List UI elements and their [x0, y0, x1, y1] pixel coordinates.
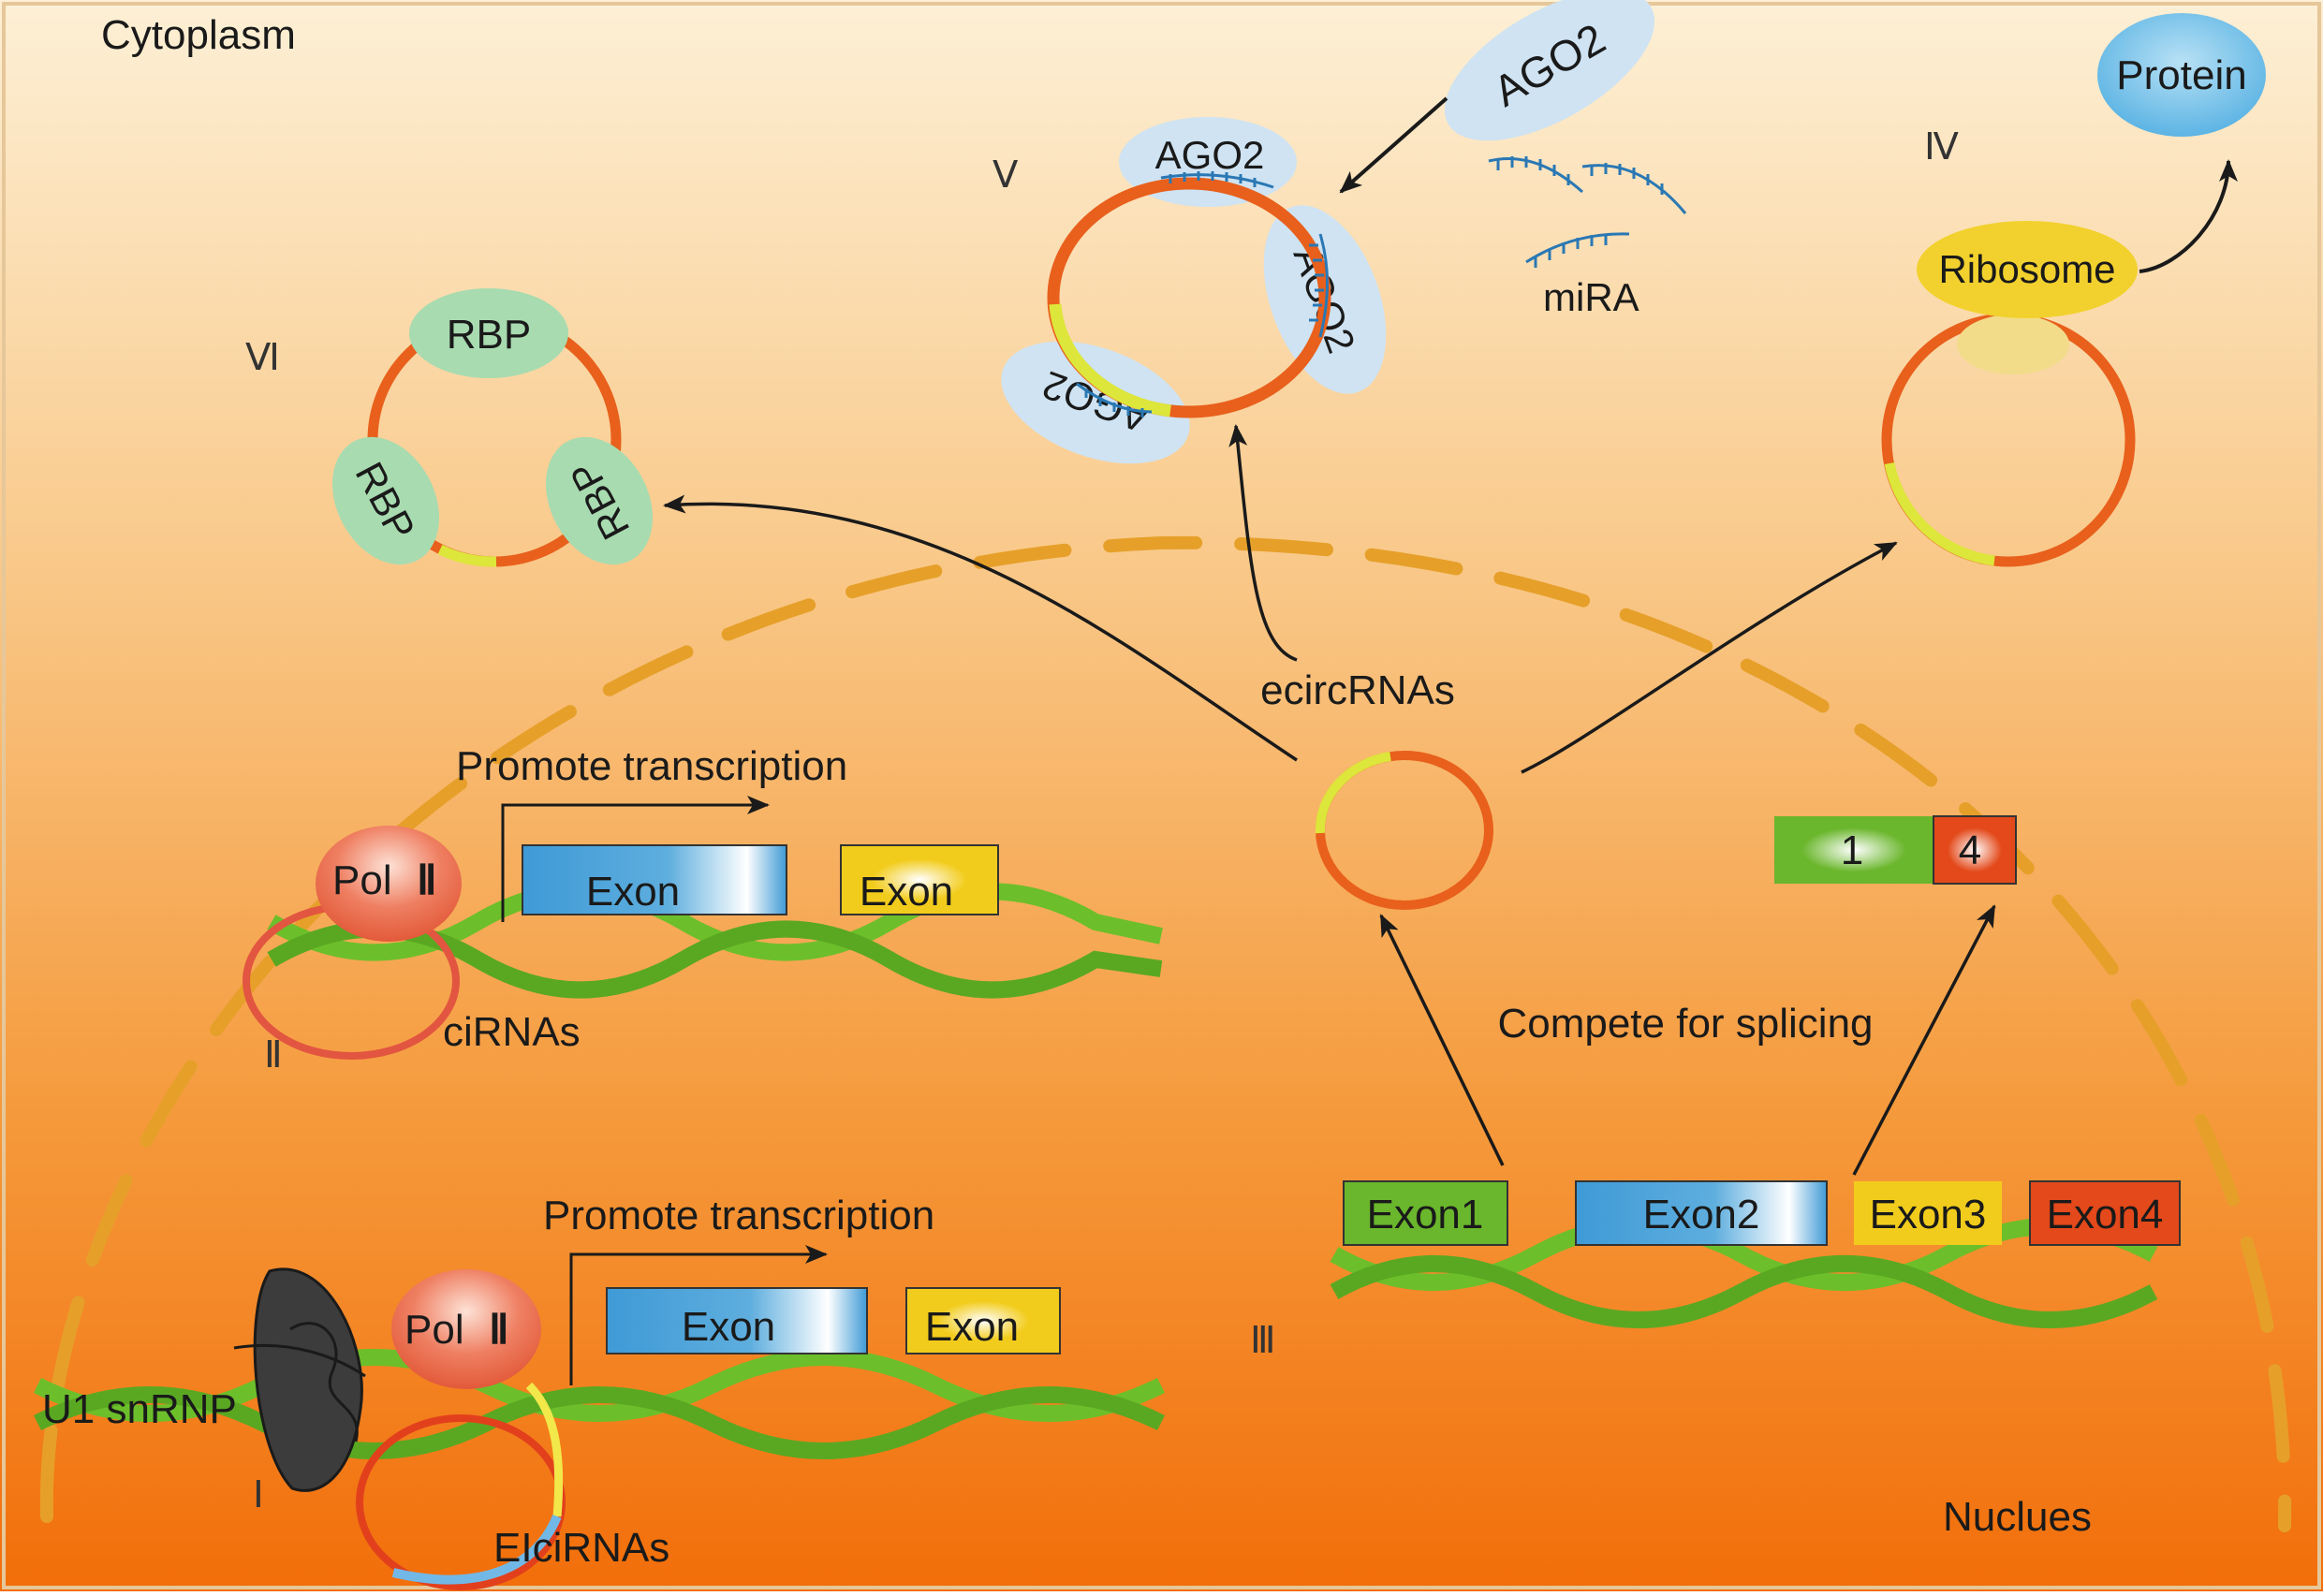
roman-1-label: Ⅰ	[253, 1473, 264, 1515]
promote-arrow-2	[501, 796, 770, 922]
pol2-blob-1	[391, 1269, 541, 1389]
pol2-blob-2	[316, 826, 462, 942]
exon-blue-label-1: Exon	[682, 1304, 775, 1350]
cirna-label: ciRNAs	[443, 1009, 581, 1055]
translation-ring-junction	[1884, 461, 1995, 566]
protein-label: Protein	[2116, 52, 2246, 98]
mirna-label: miRA	[1543, 275, 1639, 319]
exon-yellow-1	[905, 1287, 1061, 1354]
rbp-left-blob	[331, 436, 440, 565]
ribosome-large-subunit	[1917, 221, 2138, 318]
dna-strand-3b	[1330, 1255, 2158, 1328]
exon-yellow-label-2: Exon	[860, 869, 953, 915]
ago2-top-label: AGO2	[1155, 133, 1265, 177]
exon-to-linear-arrow	[1852, 904, 1996, 1176]
promote-label-1: Promote transcription	[543, 1193, 934, 1238]
translation-arrow	[2139, 159, 2238, 273]
exon2-label: Exon2	[1643, 1192, 1760, 1237]
mirna-ring-junction	[1049, 303, 1171, 417]
u1-snrnp-strands	[233, 1322, 366, 1442]
linear-exon4-block	[1933, 815, 2017, 885]
splicing-group: Exon1 Exon2 Exon3 Exon4 Compete for spli…	[1330, 815, 2181, 1328]
mirna-sponge-group: AGO2 AGO2 AGO2 AGO2	[1001, 0, 1687, 464]
eicirna-blue-segment	[391, 1515, 562, 1585]
exon-yellow-label-1: Exon	[925, 1304, 1019, 1350]
exon3-label: Exon3	[1870, 1192, 1987, 1237]
exon-to-ecirc-arrow	[1379, 914, 1505, 1166]
cytoplasm-label: Cytoplasm	[101, 12, 296, 58]
promote-arrow-1	[569, 1245, 828, 1385]
ecircrna-label: ecircRNAs	[1260, 667, 1455, 713]
ecirc-to-rbp-arrow	[663, 494, 1298, 762]
linear-exon1-label: 1	[1841, 827, 1863, 873]
translation-group: Ribosome Protein	[1881, 13, 2266, 567]
mirna-circrna-ring	[1047, 177, 1331, 418]
dna-strand-1b	[33, 1386, 1166, 1459]
rbp-ring-junction	[437, 544, 497, 567]
dna-strand-1a	[33, 1349, 1166, 1422]
rbp-top-label: RBP	[447, 312, 531, 358]
roman-3-label: Ⅲ	[1250, 1319, 1276, 1361]
nucleus-label: Nuclues	[1943, 1494, 2092, 1540]
ago2-binding-arrow	[1339, 96, 1448, 194]
pol2-label-1: Pol	[404, 1307, 464, 1353]
exon4-block	[2029, 1180, 2181, 1246]
roman-6-label: Ⅵ	[245, 336, 280, 378]
roman-4-label: Ⅳ	[1924, 125, 1959, 168]
eicirna-group: U1 snRNP Pol Ⅱ Promote transcription Exo…	[33, 1193, 1166, 1590]
ribosome-small-subunit	[1957, 315, 2069, 374]
rbp-top-blob	[409, 288, 568, 378]
dna-strand-3a	[1330, 1218, 2158, 1291]
ago2-free-blob	[1444, 0, 1655, 141]
ago2-left-blob	[1001, 341, 1190, 464]
exon-yellow-2	[840, 844, 999, 915]
pol2-numeral-1: Ⅱ	[489, 1307, 509, 1353]
bound-mirna-combs	[1076, 171, 1329, 417]
ribosome-label: Ribosome	[1938, 247, 2115, 291]
roman-2-label: Ⅱ	[264, 1033, 283, 1076]
ecircrna-junction	[1315, 752, 1391, 834]
ecirc-to-translation-arrow	[1521, 541, 1898, 774]
cirna-group: Pol Ⅱ Promote transcription Exon Exon ci…	[243, 743, 1163, 1060]
exon-blue-label-2: Exon	[586, 869, 680, 915]
exon-blue-1	[606, 1287, 868, 1354]
ecircrna-group: ecircRNAs	[663, 424, 1898, 910]
promote-label-2: Promote transcription	[456, 743, 847, 789]
roman-5-label: Ⅴ	[992, 154, 1019, 196]
compete-splicing-label: Compete for splicing	[1497, 1001, 1873, 1047]
exon4-label: Exon4	[2047, 1192, 2164, 1237]
rbp-sponge-group: RBP RBP RBP	[331, 288, 654, 567]
exon2-block	[1575, 1180, 1828, 1246]
ecirc-to-mirna-arrow	[1228, 424, 1298, 662]
u1-snrnp-blob	[253, 1267, 363, 1492]
pol2-numeral-2: Ⅱ	[417, 857, 437, 903]
exon1-block	[1343, 1180, 1508, 1246]
linear-exon4-label: 4	[1959, 827, 1981, 873]
nuclear-envelope	[39, 535, 2292, 1532]
protein-blob	[2097, 13, 2266, 137]
u1-snrnp-label: U1 snRNP	[42, 1386, 237, 1432]
linear-exon1-block	[1774, 816, 1933, 884]
exon1-label: Exon1	[1367, 1192, 1484, 1237]
pol2-label-2: Pol	[332, 857, 392, 903]
exon-blue-2	[522, 844, 787, 915]
eicirna-yellow-segment	[525, 1382, 564, 1517]
free-mirnas	[1488, 156, 1687, 268]
eicirna-label: EIciRNAs	[493, 1525, 669, 1571]
exon3-block	[1854, 1181, 2002, 1245]
rbp-right-blob	[545, 436, 654, 565]
